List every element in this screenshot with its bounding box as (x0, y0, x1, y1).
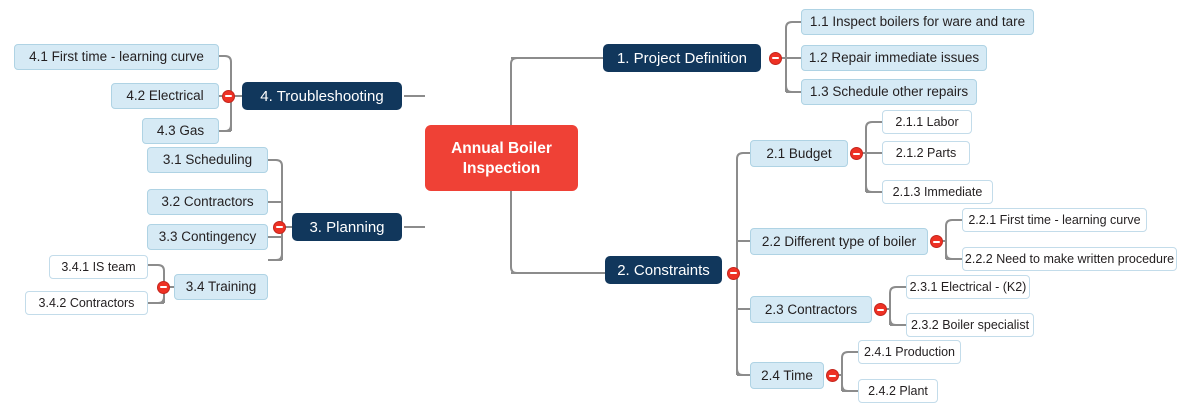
node-2-4[interactable]: 2.4 Time (750, 362, 824, 389)
branch-label-3: 3. Planning (309, 218, 385, 236)
node-label-2-1-1: 2.1.1 Labor (895, 114, 959, 129)
root-label-line1: Annual Boiler (451, 140, 552, 157)
node-label-3-1: 3.1 Scheduling (162, 152, 253, 168)
node-3-1[interactable]: 3.1 Scheduling (147, 147, 268, 173)
minus-icon (730, 272, 737, 274)
minus-icon (160, 286, 167, 288)
node-label-2-3-2: 2.3.2 Boiler specialist (910, 317, 1030, 332)
node-1-2[interactable]: 1.2 Repair immediate issues (801, 45, 987, 71)
node-4-3[interactable]: 4.3 Gas (142, 118, 219, 144)
branch-label-4: 4. Troubleshooting (260, 87, 384, 105)
node-label-4-1: 4.1 First time - learning curve (29, 49, 204, 65)
node-2-2-2[interactable]: 2.2.2 Need to make written procedure (962, 247, 1177, 271)
node-1-1[interactable]: 1.1 Inspect boilers for ware and tare (801, 9, 1034, 35)
node-2-4-1[interactable]: 2.4.1 Production (858, 340, 961, 364)
branch-label-1: 1. Project Definition (616, 49, 748, 67)
collapse-toggle-2-3[interactable] (874, 303, 887, 316)
node-3-4-2[interactable]: 3.4.2 Contractors (25, 291, 148, 315)
minus-icon (877, 308, 884, 311)
collapse-toggle-2-1[interactable] (850, 147, 863, 160)
node-1-3[interactable]: 1.3 Schedule other repairs (801, 79, 977, 105)
node-label-2-1: 2.1 Budget (766, 145, 832, 161)
collapse-toggle-2[interactable] (727, 266, 740, 280)
minus-icon (853, 152, 860, 155)
node-2-1[interactable]: 2.1 Budget (750, 140, 848, 167)
branch-node-1[interactable]: 1. Project Definition (603, 44, 761, 72)
minus-icon (829, 374, 836, 377)
branch-node-4[interactable]: 4. Troubleshooting (242, 82, 402, 110)
node-label-2-4-2: 2.4.2 Plant (868, 383, 928, 398)
minus-icon (772, 57, 779, 59)
node-label-2-1-3: 2.1.3 Immediate (892, 184, 983, 199)
minus-icon (225, 95, 232, 97)
node-label-4-3: 4.3 Gas (156, 123, 205, 139)
node-2-4-2[interactable]: 2.4.2 Plant (858, 379, 938, 403)
node-label-2-2: 2.2 Different type of boiler (761, 233, 917, 249)
node-3-3[interactable]: 3.3 Contingency (147, 224, 268, 250)
node-3-4[interactable]: 3.4 Training (174, 274, 268, 300)
node-4-1[interactable]: 4.1 First time - learning curve (14, 44, 219, 70)
node-4-2[interactable]: 4.2 Electrical (111, 83, 219, 109)
collapse-toggle-2-4[interactable] (826, 369, 839, 382)
collapse-toggle-3-4[interactable] (157, 280, 170, 294)
node-label-2-2-2: 2.2.2 Need to make written procedure (964, 251, 1175, 266)
node-label-3-4-2: 3.4.2 Contractors (38, 295, 135, 310)
node-label-2-4-1: 2.4.1 Production (863, 344, 956, 359)
node-2-3-2[interactable]: 2.3.2 Boiler specialist (906, 313, 1034, 337)
node-label-1-2: 1.2 Repair immediate issues (808, 50, 980, 66)
node-label-2-2-1: 2.2.1 First time - learning curve (968, 212, 1141, 227)
node-2-3[interactable]: 2.3 Contractors (750, 296, 872, 323)
branch-label-2: 2. Constraints (617, 261, 710, 279)
node-label-2-3-1: 2.3.1 Electrical - (K2) (909, 279, 1027, 294)
node-label-3-4-1: 3.4.1 IS team (61, 259, 136, 274)
node-2-2[interactable]: 2.2 Different type of boiler (750, 228, 928, 255)
node-label-3-4: 3.4 Training (185, 279, 257, 295)
node-2-1-3[interactable]: 2.1.3 Immediate (882, 180, 993, 204)
minus-icon (933, 240, 940, 243)
collapse-toggle-3[interactable] (273, 220, 286, 234)
node-2-2-1[interactable]: 2.2.1 First time - learning curve (962, 208, 1147, 232)
node-2-1-2[interactable]: 2.1.2 Parts (882, 141, 970, 165)
branch-node-2[interactable]: 2. Constraints (605, 256, 722, 284)
root-node[interactable]: Annual Boiler Inspection (425, 125, 578, 191)
node-2-3-1[interactable]: 2.3.1 Electrical - (K2) (906, 275, 1030, 299)
node-label-1-1: 1.1 Inspect boilers for ware and tare (809, 14, 1026, 30)
node-3-4-1[interactable]: 3.4.1 IS team (49, 255, 148, 279)
node-label-3-3: 3.3 Contingency (158, 229, 257, 245)
node-label-2-4: 2.4 Time (761, 367, 813, 383)
node-label-3-2: 3.2 Contractors (161, 194, 254, 210)
collapse-toggle-2-2[interactable] (930, 235, 943, 248)
node-label-2-1-2: 2.1.2 Parts (895, 145, 957, 160)
root-label-line2: Inspection (462, 160, 541, 178)
node-3-2[interactable]: 3.2 Contractors (147, 189, 268, 215)
node-label-2-3: 2.3 Contractors (764, 301, 858, 317)
minus-icon (276, 226, 283, 228)
branch-node-3[interactable]: 3. Planning (292, 213, 402, 241)
node-2-1-1[interactable]: 2.1.1 Labor (882, 110, 972, 134)
node-label-1-3: 1.3 Schedule other repairs (809, 84, 969, 100)
collapse-toggle-1[interactable] (769, 51, 782, 65)
node-label-4-2: 4.2 Electrical (126, 88, 204, 104)
collapse-toggle-4[interactable] (222, 89, 235, 103)
